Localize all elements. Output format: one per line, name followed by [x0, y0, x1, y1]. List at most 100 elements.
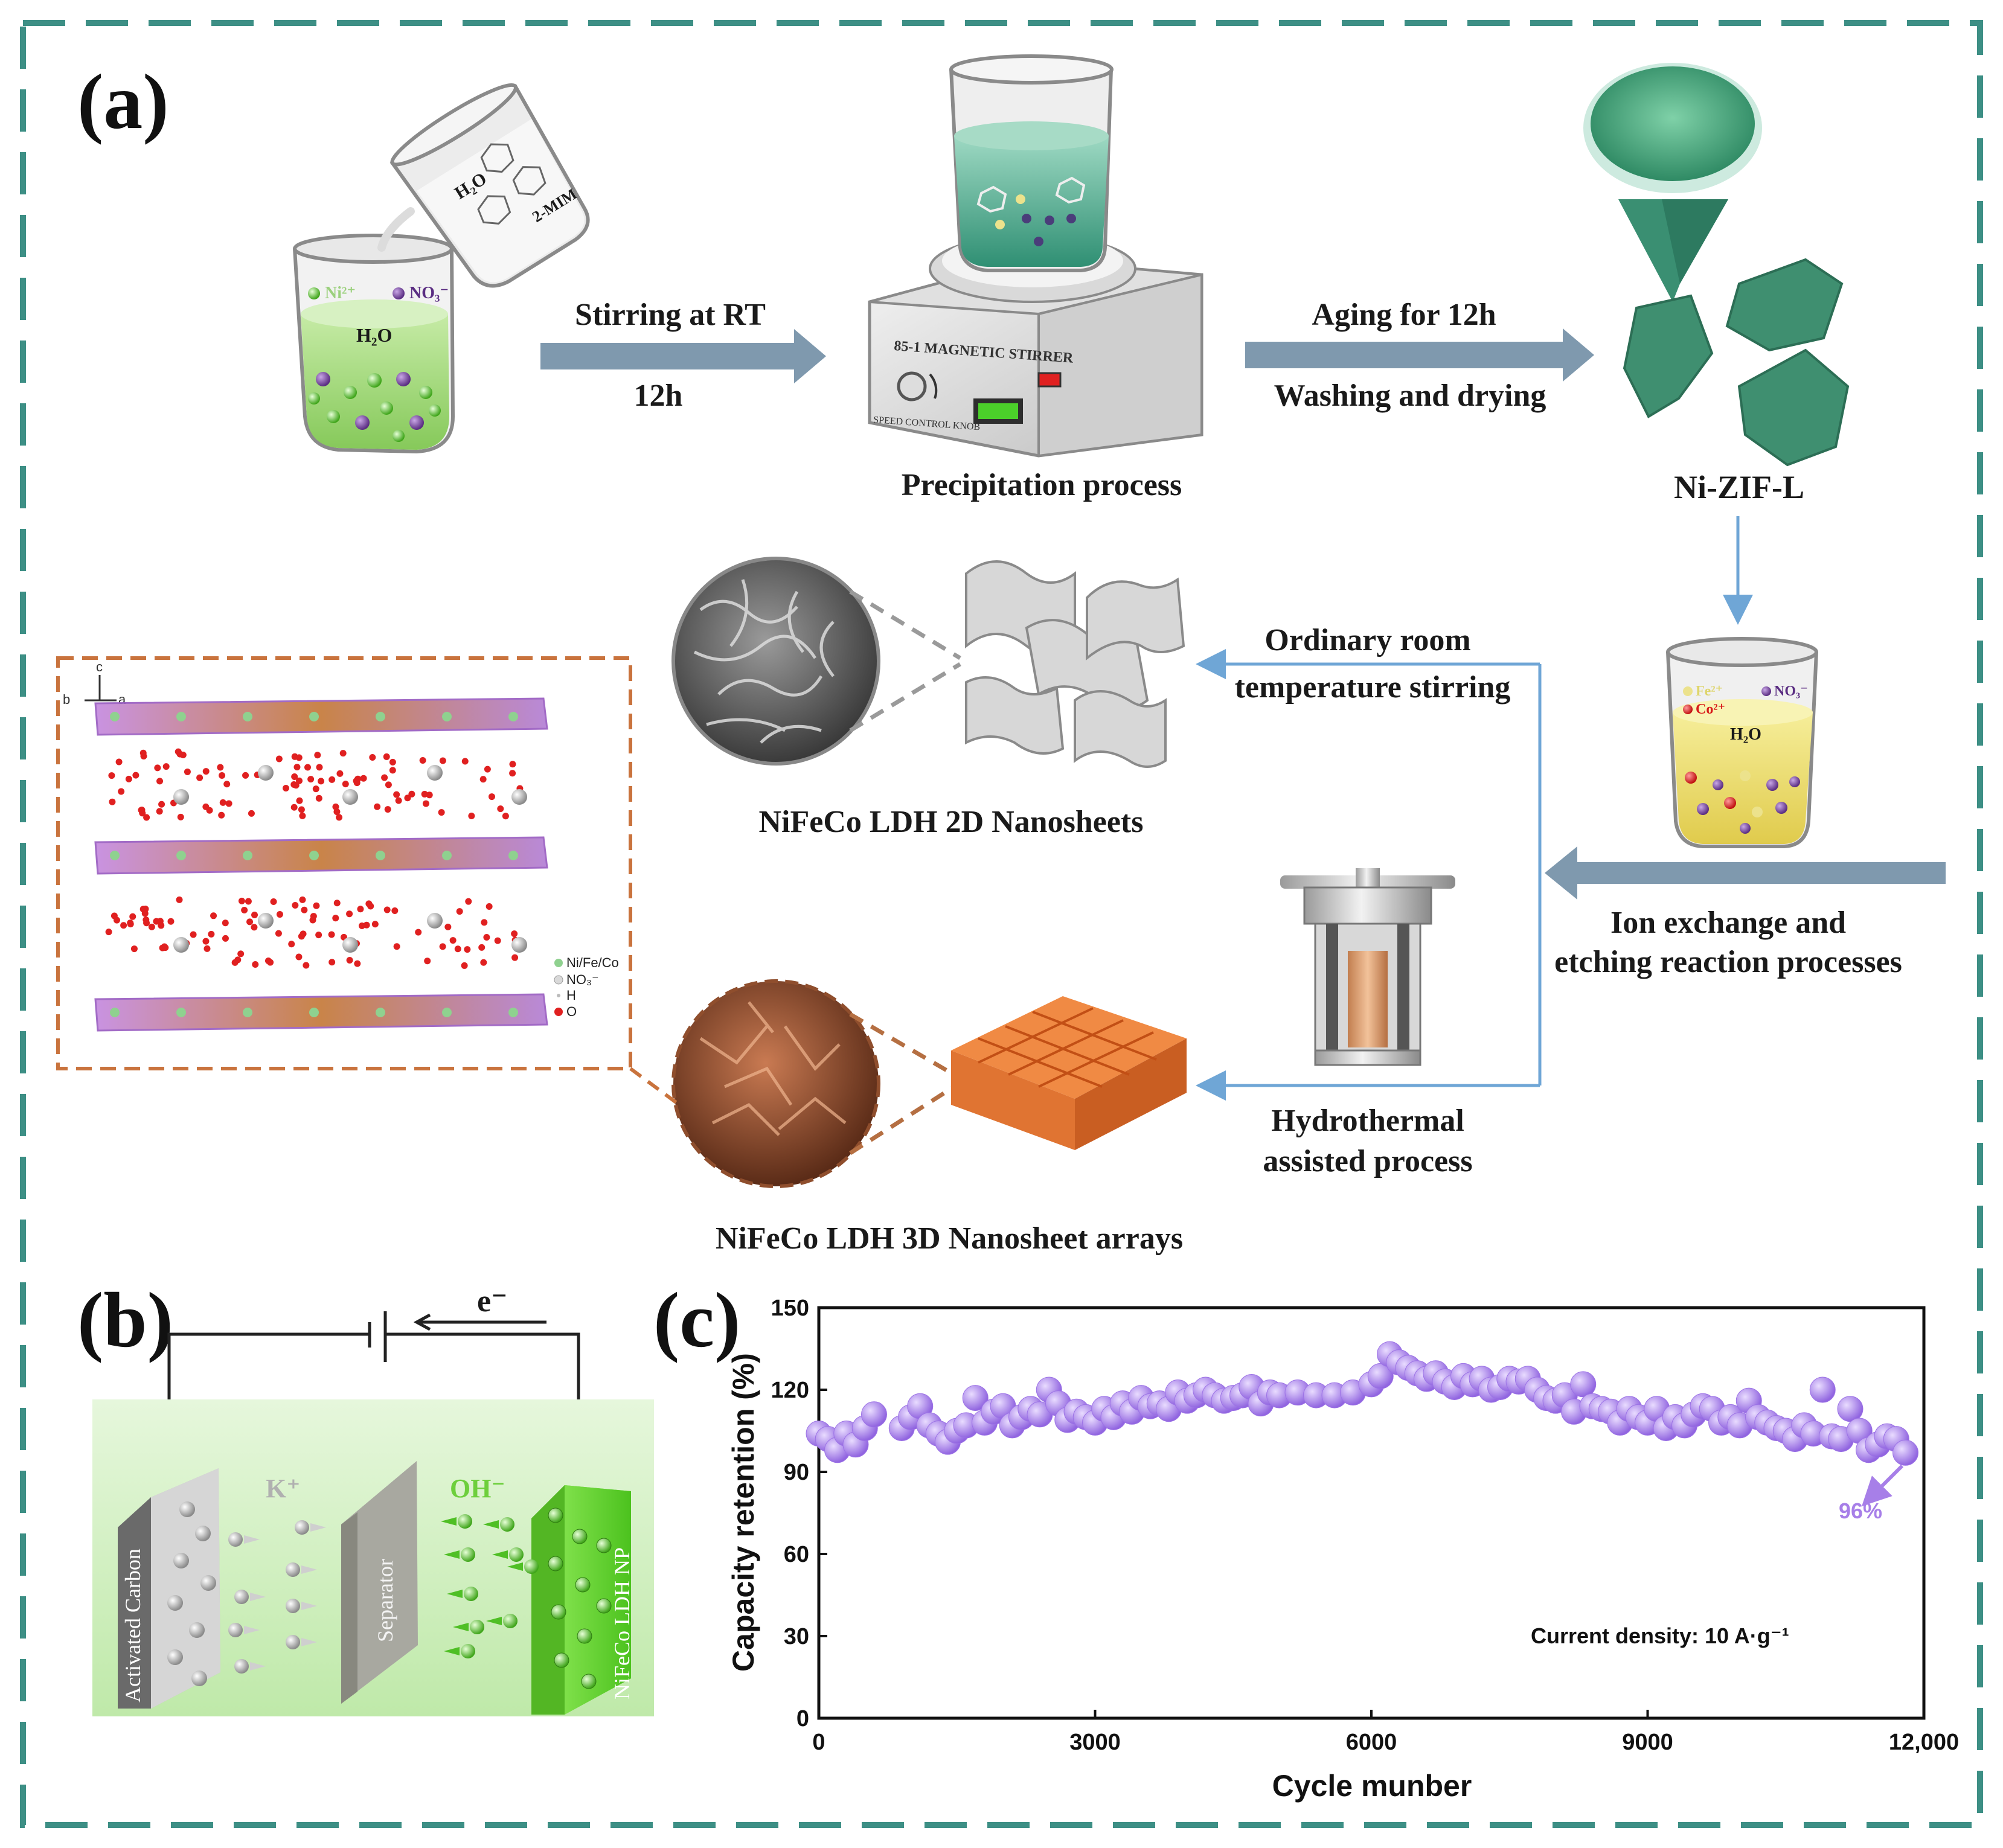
oxygen-atom	[332, 803, 339, 810]
nitrate-ion	[258, 765, 274, 781]
metal-atom	[508, 851, 518, 860]
nitrate-ion	[173, 937, 189, 953]
cation-tail	[301, 1565, 317, 1574]
oxygen-atom	[304, 764, 311, 771]
oxygen-atom	[461, 962, 468, 969]
oxygen-atom	[156, 808, 163, 815]
oxygen-atom	[484, 766, 491, 773]
nitrate-ion	[511, 937, 527, 953]
step2-line1: Aging for 12h	[1312, 298, 1496, 332]
oxygen-atom	[190, 931, 197, 938]
oxygen-atom	[222, 935, 229, 942]
sem-image-2d-nanosheets	[671, 557, 880, 766]
electrode-particle	[189, 1622, 205, 1638]
oxygen-atom	[454, 945, 461, 953]
beaker2-ion3-label: Co²⁺	[1696, 702, 1725, 717]
oxygen-atom	[383, 753, 390, 760]
figure-frame	[20, 20, 1983, 1828]
route1-line1: Ordinary room	[1264, 623, 1470, 657]
oxygen-atom	[282, 785, 289, 792]
oxygen-atom	[404, 795, 411, 802]
electron-label: e⁻	[477, 1284, 508, 1319]
oxygen-atom	[156, 778, 164, 785]
oxygen-atom	[118, 788, 125, 795]
oxygen-atom	[111, 912, 118, 919]
nitrate-ion	[427, 765, 443, 781]
oxygen-atom	[218, 811, 225, 819]
oxygen-atom	[424, 958, 431, 965]
sem-image-3d-arrays	[671, 979, 880, 1188]
nanosheet-3d-illustration	[951, 996, 1187, 1150]
oxygen-atom	[219, 799, 226, 806]
oxygen-atom	[374, 803, 381, 810]
crystal-zoom-line	[629, 1067, 681, 1107]
metal-atom	[243, 1008, 252, 1017]
nanosheet-2d-illustration	[965, 560, 1185, 768]
ldh-layer	[94, 836, 548, 875]
oxygen-atom	[316, 764, 323, 771]
route1-line2: temperature stirring	[1235, 670, 1511, 705]
oxygen-atom	[444, 923, 452, 930]
anion-tail	[453, 1623, 469, 1631]
oxygen-atom	[439, 757, 446, 764]
oxygen-atom	[202, 938, 210, 945]
electrode-np	[548, 1507, 563, 1523]
zoom-line-2d-top	[849, 590, 961, 660]
oxygen-atom	[339, 750, 347, 757]
panel-label-b: (b)	[77, 1277, 173, 1364]
oxygen-atom	[511, 954, 519, 961]
cation-label: K⁺	[266, 1474, 300, 1503]
oxygen-atom	[270, 898, 277, 906]
oxygen-atom	[264, 957, 272, 964]
oxygen-atom	[461, 758, 469, 765]
oxygen-atom	[204, 945, 211, 952]
step1-line2: 12h	[634, 379, 683, 413]
nitrate-ion	[427, 913, 443, 929]
oxygen-atom	[288, 941, 295, 948]
ldh-layer	[94, 993, 548, 1032]
data-point	[1570, 1371, 1597, 1398]
crystal-layers	[94, 697, 548, 1032]
beaker-metal-salts: Fe²⁺ NO₃⁻ Co²⁺ H₂O	[1666, 637, 1818, 848]
cation-tail	[244, 1535, 260, 1544]
axis-c-label: c	[96, 659, 103, 674]
anion-tail	[444, 1550, 460, 1559]
oxygen-atom	[478, 944, 486, 951]
oxygen-atom	[328, 776, 336, 783]
autoclave-icon	[1280, 868, 1455, 1066]
oxygen-atom	[395, 797, 402, 804]
y-tick-label: 90	[784, 1460, 809, 1485]
anion-ball	[524, 1559, 539, 1574]
nitrate-ion	[511, 789, 527, 805]
oxygen-atom	[314, 752, 321, 759]
oxygen-atom	[303, 962, 310, 969]
electrode-particle	[167, 1595, 183, 1611]
oxygen-atom	[161, 943, 168, 950]
oxygen-atom	[251, 911, 258, 918]
oxygen-atom	[242, 772, 249, 779]
oxygen-atom	[293, 764, 301, 771]
oxygen-atom	[313, 902, 320, 909]
oxygen-atom	[336, 770, 344, 777]
oxygen-atom	[363, 921, 370, 929]
route2-line2: assisted process	[1263, 1144, 1472, 1178]
ion-exchange-line2: etching reaction processes	[1554, 945, 1902, 979]
pour-stream	[377, 207, 415, 252]
oxygen-atom	[481, 919, 488, 926]
cation-ball	[286, 1562, 300, 1577]
oxygen-atom	[148, 923, 155, 930]
metal-atom	[442, 712, 452, 721]
crystal-legend: Ni/Fe/Co NO₃⁻ H O	[554, 955, 619, 1019]
route2-product: NiFeCo LDH 3D Nanosheet arrays	[716, 1221, 1183, 1256]
oxygen-atom	[167, 918, 175, 925]
oxygen-atom	[483, 934, 490, 941]
oxygen-atom	[177, 813, 184, 820]
anion-tail	[507, 1562, 523, 1571]
end-pointer-arrow	[1862, 1464, 1904, 1506]
oxygen-atom	[231, 959, 239, 966]
anion-tail	[447, 1590, 463, 1598]
legend-h: H	[566, 988, 576, 1003]
oxygen-atom	[486, 903, 493, 910]
oxygen-atom	[369, 753, 376, 761]
